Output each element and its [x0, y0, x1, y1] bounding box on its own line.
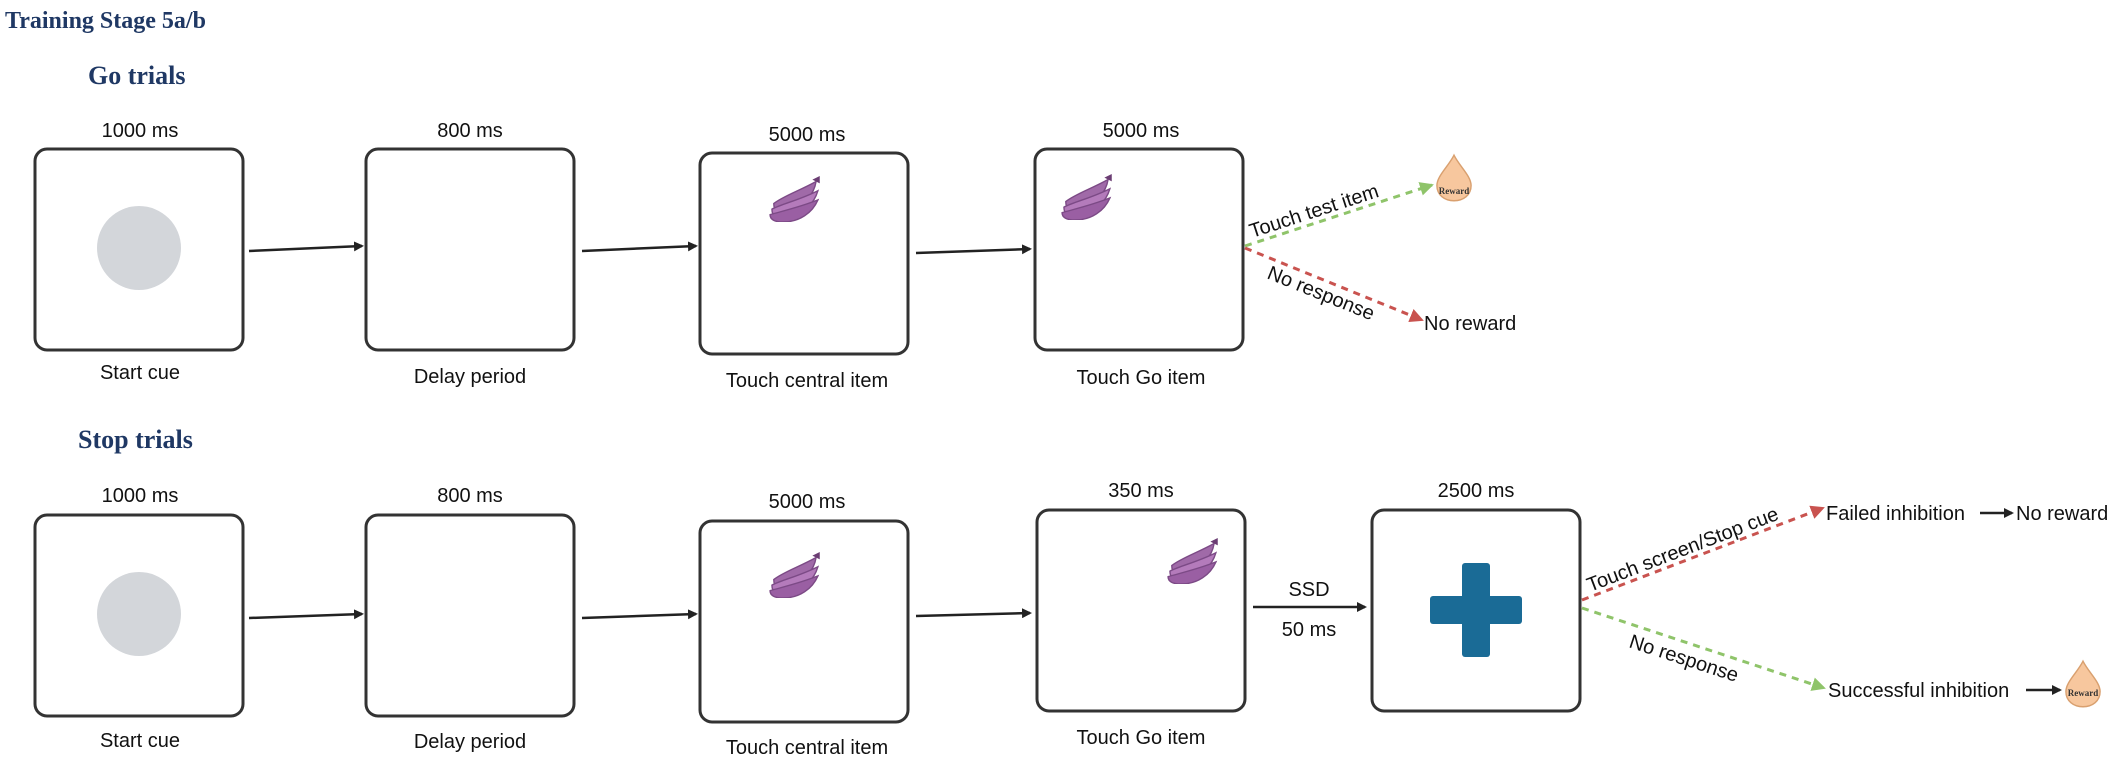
- stop-screen-4-time: 350 ms: [1108, 480, 1174, 502]
- stop-screen-1-time: 1000 ms: [102, 485, 179, 507]
- stop-screen-5: 2500 ms: [1370, 480, 1582, 713]
- go-screen-2-time: 800 ms: [437, 120, 503, 142]
- stop-screen-4: 350 ms Touch Go item: [1035, 480, 1247, 749]
- go-screen-3-time: 5000 ms: [769, 124, 846, 146]
- stop-branch-none-label: No response: [1626, 631, 1741, 687]
- stop-green-branch-arrow: [1581, 606, 1826, 691]
- go-red-branch-arrow: [1244, 246, 1424, 322]
- stop-outcome-failed-result: No reward: [2016, 503, 2108, 525]
- stop-screen-4-caption: Touch Go item: [1077, 727, 1206, 749]
- stop-branch-touch-label: Touch screen/Stop cue: [1584, 503, 1782, 596]
- go-arrow-3: [915, 244, 1032, 255]
- figure-title: Training Stage 5a/b: [5, 8, 206, 34]
- go-screen-2: 800 ms Delay period: [364, 120, 576, 388]
- stop-reward-label: Reward: [2068, 688, 2099, 698]
- stop-outcome-failed: Failed inhibition: [1826, 503, 1965, 525]
- stop-screen-3-time: 5000 ms: [769, 491, 846, 513]
- reward-drop-icon: [2065, 660, 2101, 708]
- go-screen-4-caption: Touch Go item: [1077, 367, 1206, 389]
- stop-screen-1: 1000 ms Start cue: [33, 485, 245, 752]
- stop-cross-icon: [1430, 563, 1522, 657]
- go-reward-drop: Reward: [1436, 154, 1472, 202]
- go-reward-label: Reward: [1439, 186, 1470, 196]
- go-arrow-1: [248, 241, 364, 253]
- stop-screen-2-caption: Delay period: [414, 731, 526, 753]
- stop-red-branch-arrow: [1581, 505, 1825, 602]
- stop-screen-3: 5000 ms Touch central item: [698, 491, 910, 759]
- stop-reward-drop: Reward: [2065, 660, 2101, 708]
- stop-arrow-1: [248, 609, 364, 620]
- cue-circle-icon: [97, 206, 181, 290]
- go-screen-2-caption: Delay period: [414, 366, 526, 388]
- go-screen-1-time: 1000 ms: [102, 120, 179, 142]
- go-green-branch-arrow: [1244, 182, 1434, 248]
- go-branch-none-label: No response: [1264, 262, 1377, 325]
- go-outcome-no-reward: No reward: [1424, 313, 1516, 335]
- stop-screen-2: 800 ms Delay period: [364, 485, 576, 753]
- go-arrow-2: [581, 241, 698, 253]
- go-branch-touch-label: Touch test item: [1247, 180, 1382, 242]
- stop-screen-1-caption: Start cue: [100, 730, 180, 752]
- ssd-value: 50 ms: [1282, 619, 1336, 641]
- stop-screen-3-caption: Touch central item: [726, 737, 888, 759]
- cue-circle-icon: [97, 572, 181, 656]
- go-screen-4-time: 5000 ms: [1103, 120, 1180, 142]
- go-screen-1: 1000 ms Start cue: [33, 120, 245, 384]
- stop-screen-5-time: 2500 ms: [1438, 480, 1515, 502]
- stop-outcome-success: Successful inhibition: [1828, 680, 2009, 702]
- go-screen-4: 5000 ms Touch Go item: [1033, 120, 1245, 389]
- go-screen-3-caption: Touch central item: [726, 370, 888, 392]
- go-trials-heading: Go trials: [88, 61, 186, 90]
- ssd-label: SSD: [1288, 579, 1329, 601]
- stop-arrow-2: [581, 609, 698, 620]
- stop-screen-2-time: 800 ms: [437, 485, 503, 507]
- stop-arrow-3: [915, 608, 1032, 619]
- go-screen-1-caption: Start cue: [100, 362, 180, 384]
- stop-trials-heading: Stop trials: [78, 425, 193, 454]
- go-screen-3: 5000 ms Touch central item: [698, 124, 910, 392]
